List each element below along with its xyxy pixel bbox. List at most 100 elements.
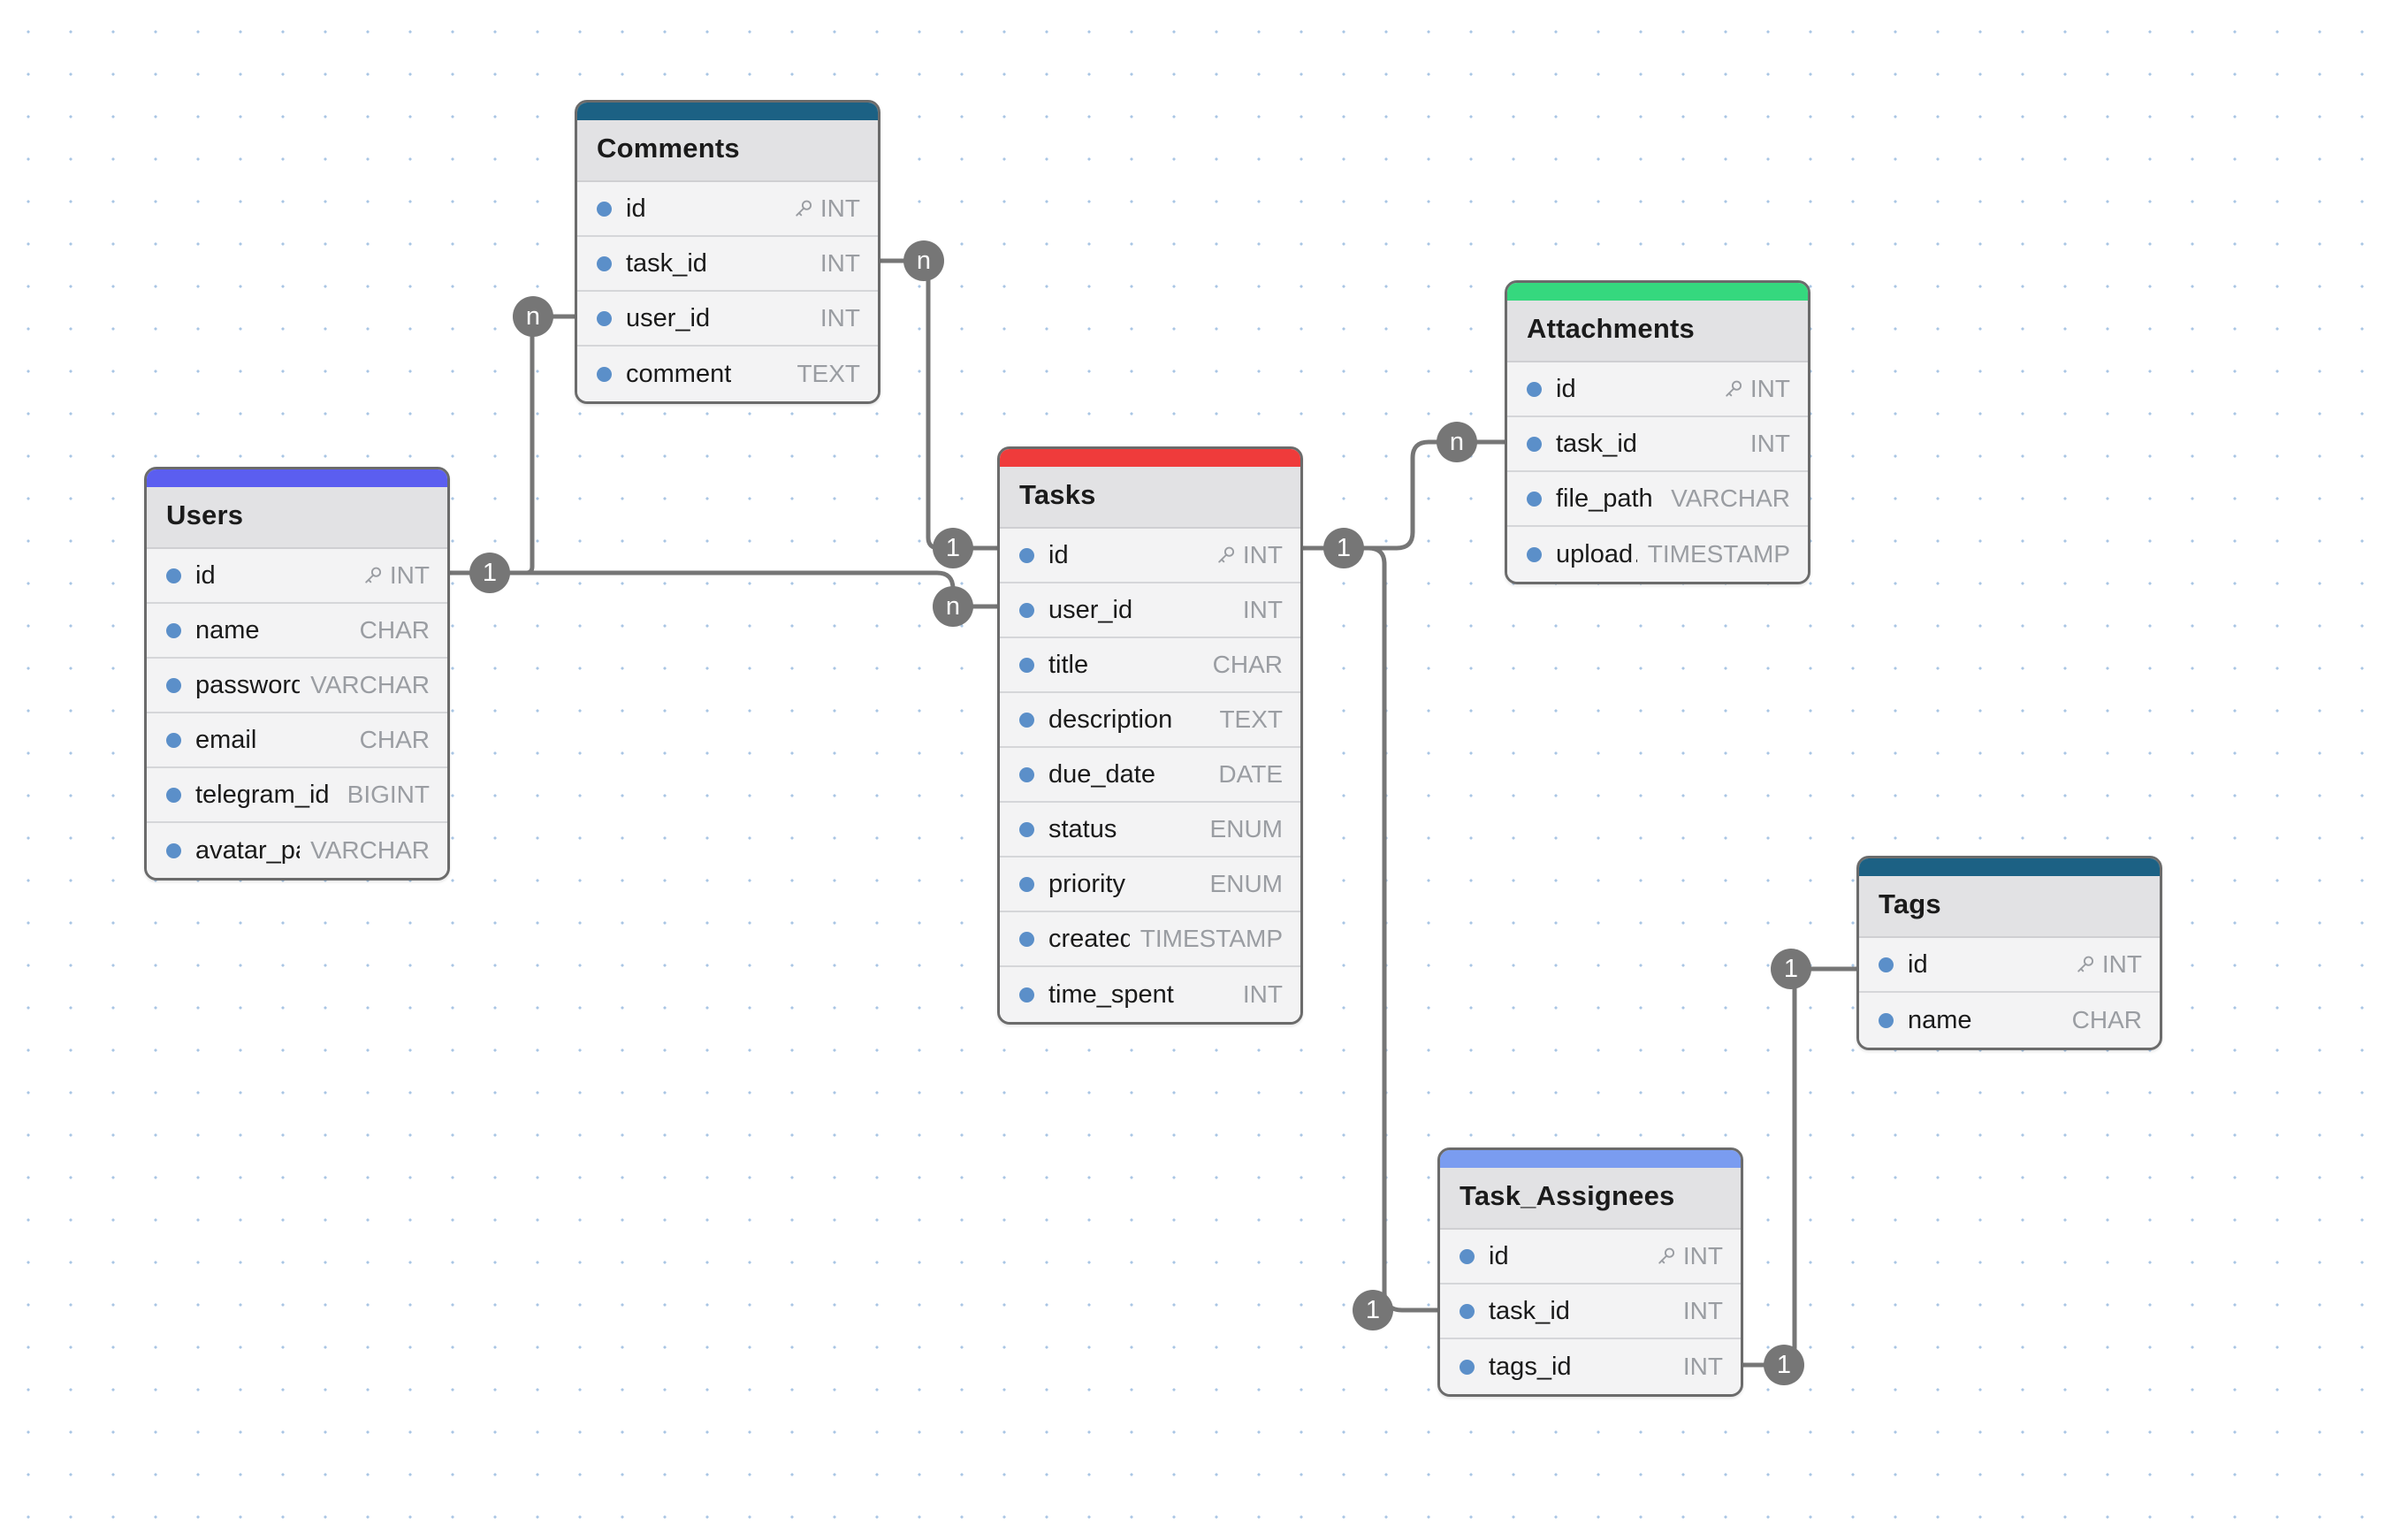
- field-row[interactable]: upload…TIMESTAMP: [1507, 527, 1808, 582]
- relationship-edge[interactable]: [878, 258, 1000, 551]
- field-name: task_id: [626, 248, 707, 278]
- field-bullet-icon: [166, 622, 181, 638]
- table-accent-bar: [1000, 449, 1300, 467]
- field-row[interactable]: avatar_pa…VARCHAR: [147, 823, 447, 878]
- field-type-group: TIMESTAMP: [1130, 925, 1283, 953]
- field-bullet-icon: [597, 366, 612, 382]
- field-name: file_path: [1556, 484, 1653, 513]
- field-name: id: [1908, 949, 1928, 979]
- key-icon: [793, 198, 814, 219]
- cardinality-badge[interactable]: n: [1437, 422, 1477, 462]
- cardinality-badge[interactable]: 1: [1353, 1290, 1393, 1330]
- field-type-group: CHAR: [349, 726, 430, 754]
- cardinality-badge[interactable]: 1: [469, 553, 510, 593]
- field-row[interactable]: due_date DATE: [1000, 748, 1300, 803]
- field-name: task_id: [1556, 429, 1637, 458]
- field-name: title: [1048, 650, 1089, 679]
- field-type-label: ENUM: [1209, 815, 1283, 842]
- field-type-group: ENUM: [1200, 815, 1283, 843]
- field-type-label: DATE: [1218, 760, 1283, 788]
- field-name: description: [1048, 705, 1173, 734]
- field-type-group: INT: [352, 561, 430, 590]
- field-name: avatar_pa…: [195, 835, 300, 865]
- relationship-edge[interactable]: [447, 570, 1000, 609]
- field-name: time_spent: [1048, 980, 1174, 1009]
- field-type-group: VARCHAR: [300, 836, 430, 865]
- field-type-group: TEXT: [786, 360, 860, 388]
- field-name: task_id: [1489, 1296, 1570, 1325]
- table-accent-bar: [1440, 1150, 1741, 1168]
- field-type-group: INT: [1712, 375, 1790, 403]
- field-row[interactable]: created…TIMESTAMP: [1000, 912, 1300, 967]
- field-type-label: TEXT: [797, 360, 860, 387]
- field-bullet-icon: [166, 568, 181, 583]
- field-type-label: TIMESTAMP: [1647, 540, 1790, 568]
- field-name: created…: [1048, 924, 1130, 953]
- field-type-label: CHAR: [359, 726, 430, 753]
- field-name: name: [195, 615, 260, 644]
- cardinality-badge[interactable]: 1: [1323, 528, 1364, 568]
- relationship-edge[interactable]: [447, 314, 577, 576]
- table-accent-bar: [1507, 283, 1808, 301]
- relationship-edge[interactable]: [1300, 545, 1440, 1313]
- field-row[interactable]: task_id INT: [577, 237, 878, 292]
- cardinality-badge[interactable]: n: [903, 240, 944, 281]
- table-title: Tasks: [1000, 467, 1300, 529]
- table-field-list: idINTtask_idINTfile_pathVARCHARupload…TI…: [1507, 362, 1808, 582]
- field-name: user_id: [1048, 595, 1133, 624]
- key-icon: [362, 565, 384, 586]
- field-bullet-icon: [166, 677, 181, 693]
- relationship-edge[interactable]: [1741, 966, 1859, 1368]
- cardinality-badge[interactable]: 1: [1771, 949, 1811, 989]
- field-type-label: INT: [1749, 375, 1790, 402]
- field-bullet-icon: [166, 732, 181, 748]
- table-accent-bar: [147, 469, 447, 487]
- cardinality-badge[interactable]: n: [933, 586, 973, 627]
- cardinality-badge[interactable]: 1: [1764, 1345, 1804, 1385]
- field-bullet-icon: [597, 201, 612, 217]
- cardinality-badge[interactable]: n: [513, 296, 553, 337]
- field-type-group: INT: [810, 249, 860, 278]
- field-type-group: CHAR: [2062, 1006, 2142, 1034]
- field-type-label: INT: [1242, 541, 1283, 568]
- table-title: Comments: [577, 120, 878, 182]
- field-type-label: VARCHAR: [310, 671, 430, 698]
- field-name: comment: [626, 359, 732, 388]
- cardinality-badge[interactable]: 1: [933, 528, 973, 568]
- field-name: due_date: [1048, 759, 1155, 789]
- field-row[interactable]: comment TEXT: [577, 347, 878, 401]
